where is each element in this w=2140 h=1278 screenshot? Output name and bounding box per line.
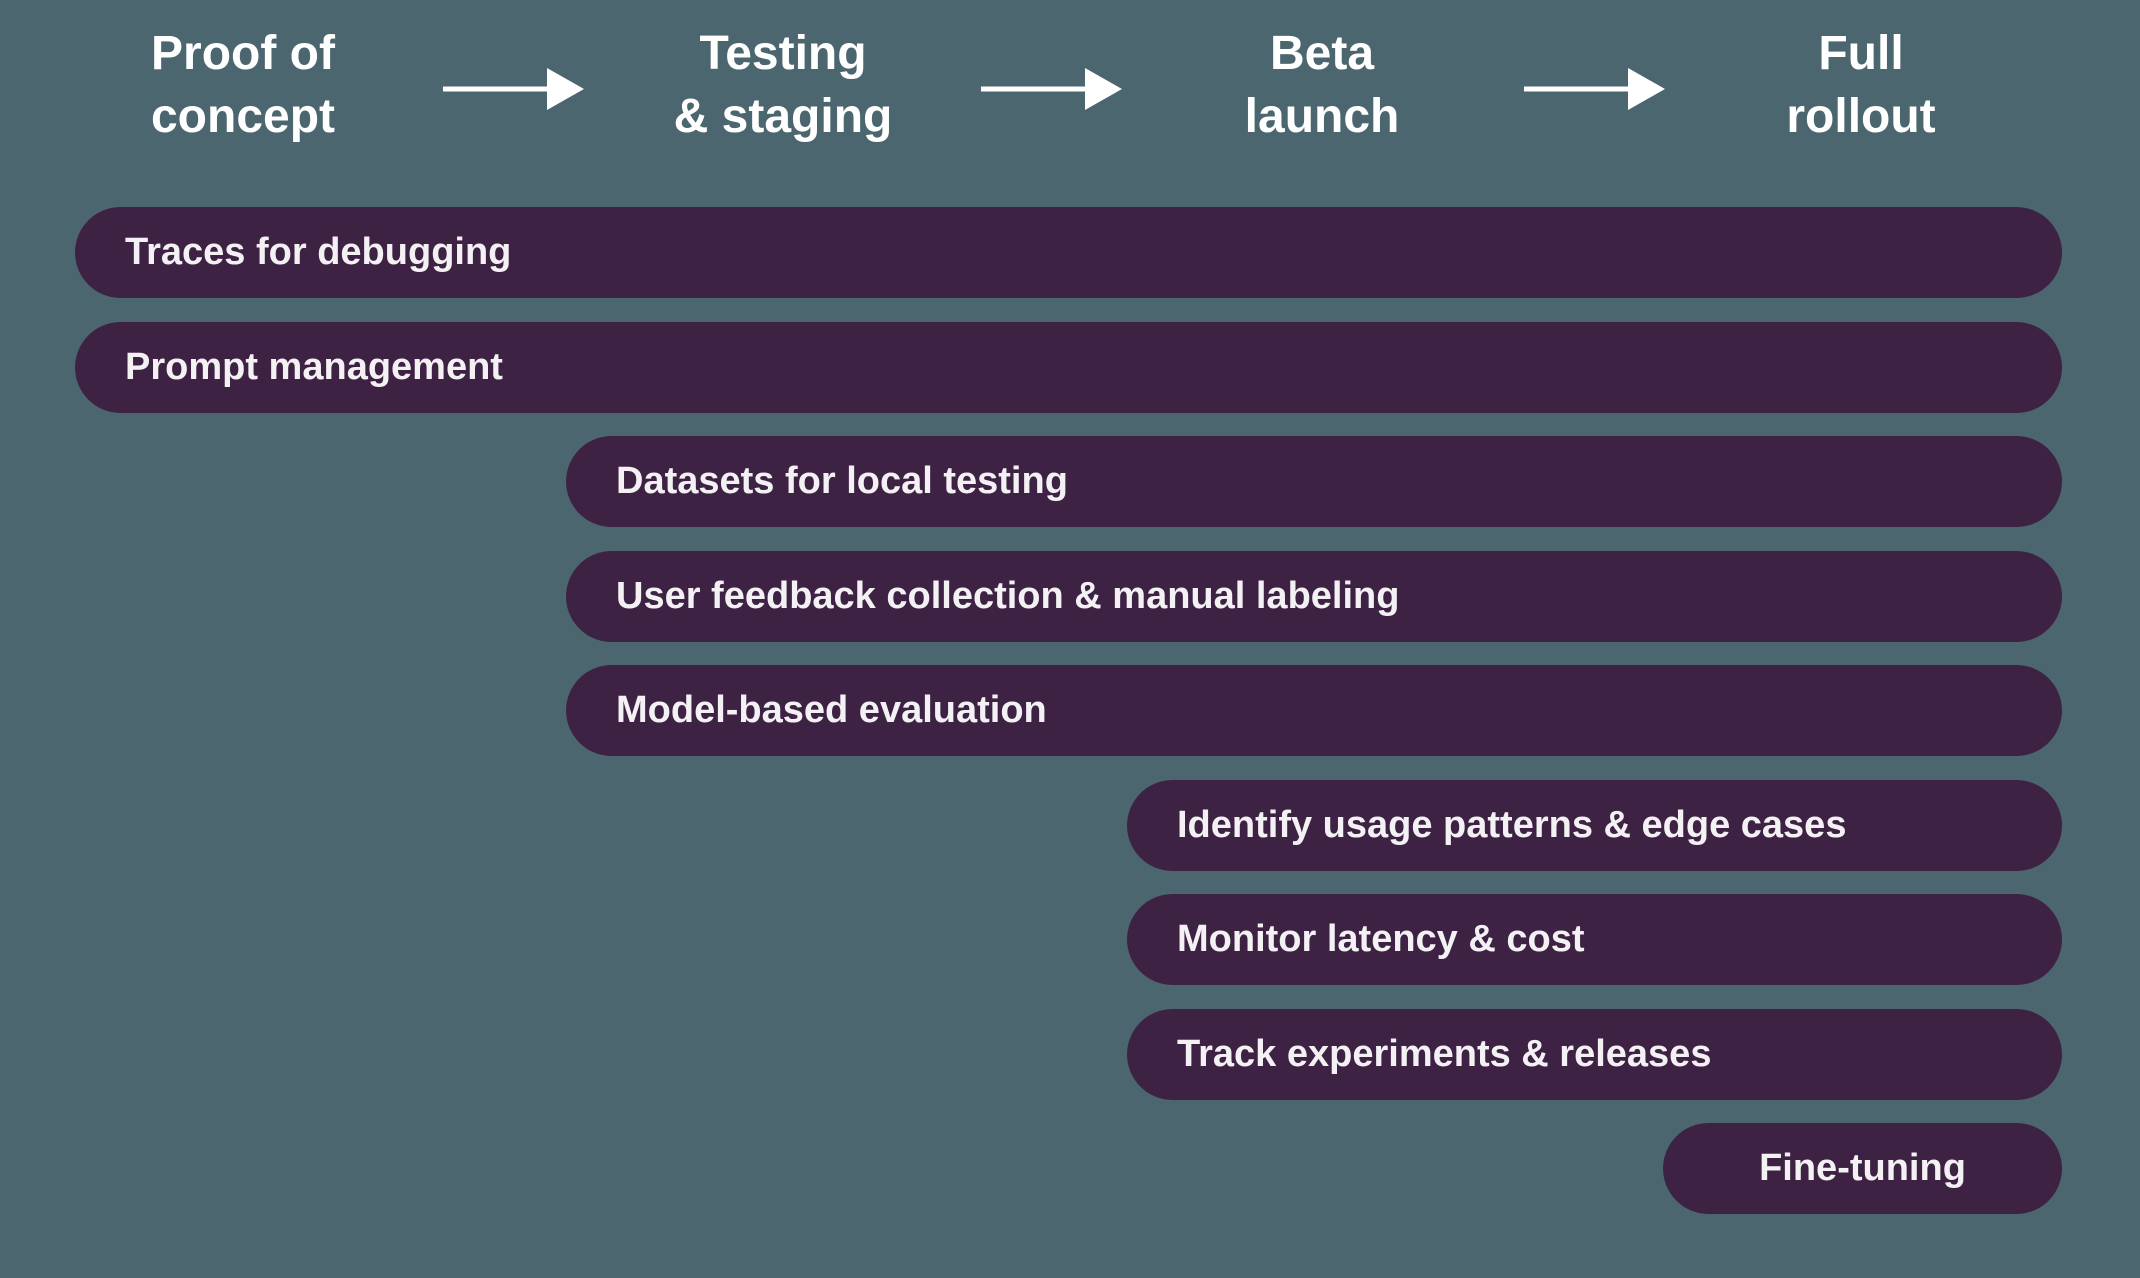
phase-label-line2: launch (1244, 90, 1400, 143)
capability-bar-traces-for-debugging: Traces for debugging (75, 207, 2062, 298)
capability-bar-label: User feedback collection & manual labeli… (616, 575, 1400, 617)
capability-bar-label: Fine-tuning (1759, 1147, 1966, 1189)
phase-label-beta-launch: Beta launch (1245, 22, 1400, 148)
phase-label-line2: rollout (1786, 90, 1936, 143)
right-arrow-icon (443, 67, 584, 116)
capability-bar-label: Prompt management (125, 346, 503, 388)
capability-bar-datasets-for-local-testing: Datasets for local testing (566, 436, 2062, 527)
capability-bar-label: Identify usage patterns & edge cases (1177, 804, 1847, 846)
phase-label-line1: Proof of (151, 27, 335, 80)
capability-bar-user-feedback-collection-manual-labeling: User feedback collection & manual labeli… (566, 551, 2062, 642)
capability-bar-monitor-latency-cost: Monitor latency & cost (1127, 894, 2062, 985)
capability-bar-fine-tuning: Fine-tuning (1663, 1123, 2062, 1214)
phase-label-testing-staging: Testing & staging (674, 22, 893, 148)
capability-bar-label: Model-based evaluation (616, 689, 1047, 731)
capability-bar-label: Monitor latency & cost (1177, 918, 1585, 960)
capability-bar-label: Track experiments & releases (1177, 1033, 1712, 1075)
phase-label-line1: Full (1818, 27, 1904, 80)
right-arrow-icon (1524, 67, 1665, 116)
phase-label-line1: Beta (1269, 27, 1375, 80)
capability-bar-model-based-evaluation: Model-based evaluation (566, 665, 2062, 756)
phase-label-line1: Testing (699, 27, 867, 80)
phase-label-full-rollout: Full rollout (1786, 22, 1935, 148)
capability-bar-track-experiments-releases: Track experiments & releases (1127, 1009, 2062, 1100)
phase-label-line2: concept (150, 90, 336, 143)
phase-label-proof-of-concept: Proof of concept (151, 22, 335, 148)
capability-bar-identify-usage-patterns-edge-cases: Identify usage patterns & edge cases (1127, 780, 2062, 871)
phase-label-line2: & staging (673, 90, 893, 143)
capability-bar-label: Datasets for local testing (616, 460, 1068, 502)
capability-bar-label: Traces for debugging (125, 231, 512, 273)
right-arrow-icon (981, 67, 1122, 116)
capability-bar-prompt-management: Prompt management (75, 322, 2062, 413)
